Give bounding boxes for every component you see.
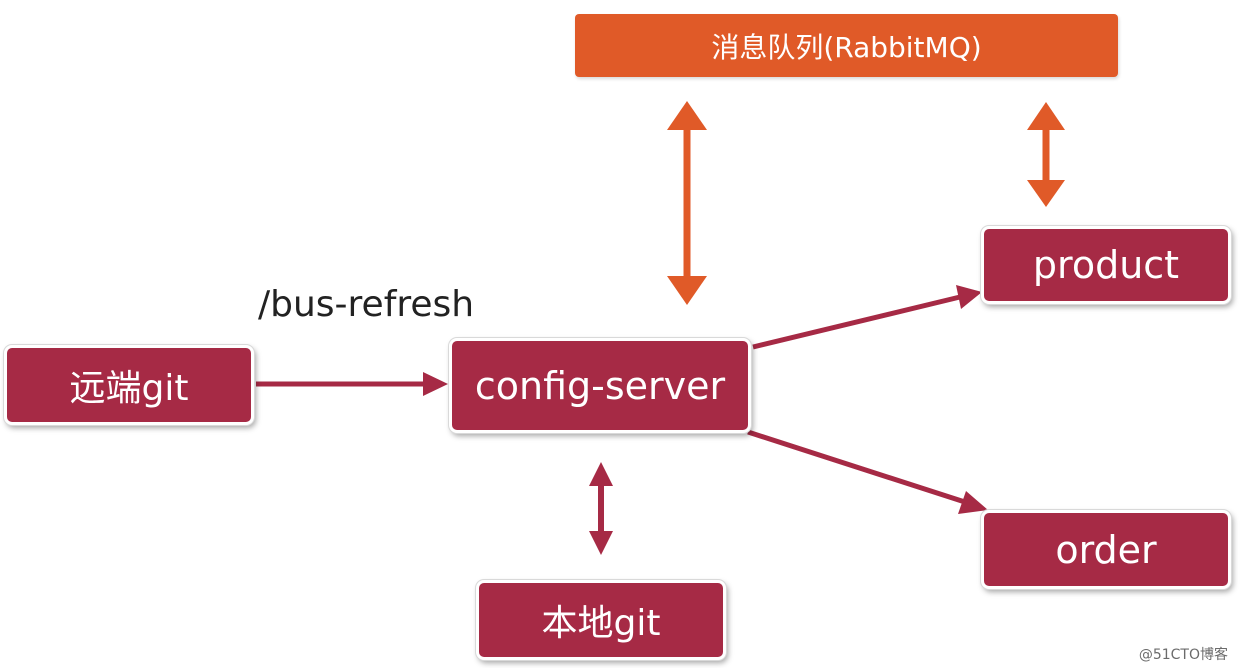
remote-git-label: 远端git — [69, 368, 189, 409]
edge-mq-product-bidirectional — [1027, 102, 1065, 207]
product-label: product — [1032, 243, 1180, 287]
edge-remote-to-config — [256, 372, 448, 396]
bus-refresh-label: /bus-refresh — [258, 284, 475, 325]
product-node: product — [981, 226, 1231, 304]
watermark: @51CTO博客 — [1138, 647, 1228, 663]
edge-mq-config-bidirectional — [667, 101, 707, 305]
message-queue-label: 消息队列(RabbitMQ) — [711, 30, 982, 64]
order-node: order — [981, 510, 1231, 589]
edge-config-to-product — [752, 285, 982, 350]
config-server-node: config-server — [449, 338, 751, 433]
local-git-node: 本地git — [476, 580, 726, 660]
local-git-label: 本地git — [541, 603, 661, 644]
remote-git-node: 远端git — [4, 345, 254, 425]
edge-config-to-order — [747, 429, 988, 514]
edge-config-local-bidirectional — [589, 462, 613, 555]
config-server-label: config-server — [474, 363, 726, 408]
order-label: order — [1055, 527, 1157, 572]
message-queue-node: 消息队列(RabbitMQ) — [575, 14, 1118, 77]
